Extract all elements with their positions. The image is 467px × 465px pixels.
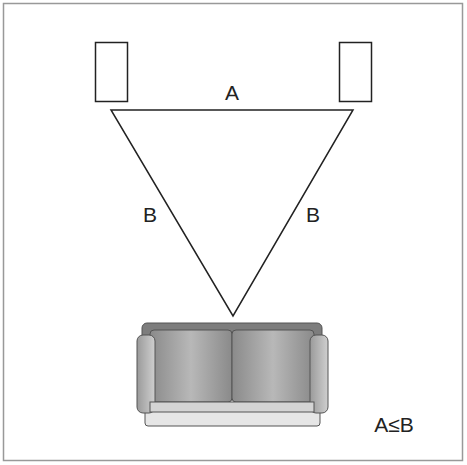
distance-rule-note: A≤B — [372, 414, 416, 435]
frame-border — [4, 4, 463, 461]
sofa — [137, 323, 328, 426]
right-speaker — [340, 43, 372, 102]
distance-label: A — [223, 82, 241, 103]
distance-label: B — [304, 204, 322, 225]
left-speaker — [96, 43, 128, 102]
listening-triangle — [111, 110, 353, 316]
distance-label: B — [141, 204, 159, 225]
